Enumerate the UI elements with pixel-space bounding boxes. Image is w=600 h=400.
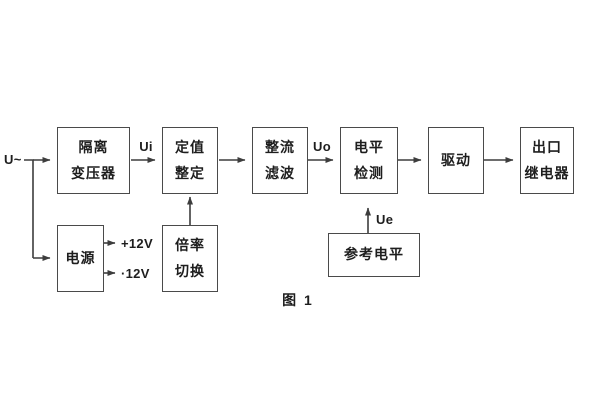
block-label: 切换	[175, 263, 205, 279]
block-label: 参考电平	[344, 246, 404, 263]
block-label: 检测	[354, 165, 384, 181]
block-driver: 驱动	[428, 127, 484, 194]
block-label: 滤波	[265, 165, 295, 181]
block-label: 隔离	[78, 138, 109, 155]
block-label: 变压器	[71, 165, 116, 181]
plus12v-label: +12V	[121, 236, 153, 251]
input-branch-line	[24, 159, 34, 258]
input-signal-label: U~	[4, 152, 22, 167]
block-label: 定值	[175, 138, 205, 155]
figure-caption: 图 1	[282, 292, 314, 308]
block-power-supply: 电源	[57, 225, 104, 292]
block-level-detection: 电平 检测	[340, 127, 398, 194]
block-isolation-transformer: 隔离 变压器	[57, 127, 130, 194]
block-rectifier-filter: 整流 滤波	[252, 127, 308, 194]
block-label: 继电器	[524, 165, 570, 181]
block-reference-level: 参考电平	[328, 233, 420, 277]
block-value-setting: 定值 整定	[162, 127, 218, 194]
uo-signal-label: Uo	[313, 139, 331, 154]
block-label: 电源	[65, 249, 96, 266]
block-label: 出口	[532, 138, 562, 155]
ui-signal-label: Ui	[139, 139, 153, 154]
block-label: 驱动	[441, 151, 471, 168]
block-label: 整流	[265, 138, 295, 155]
block-label: 倍率	[175, 236, 205, 253]
ue-signal-label: Ue	[376, 212, 394, 227]
block-ratio-switching: 倍率 切换	[162, 225, 218, 292]
minus12v-label: ·12V	[121, 266, 150, 281]
block-label: 电平	[354, 138, 384, 155]
block-label: 整定	[175, 165, 205, 181]
block-output-relay: 出口 继电器	[520, 127, 574, 194]
